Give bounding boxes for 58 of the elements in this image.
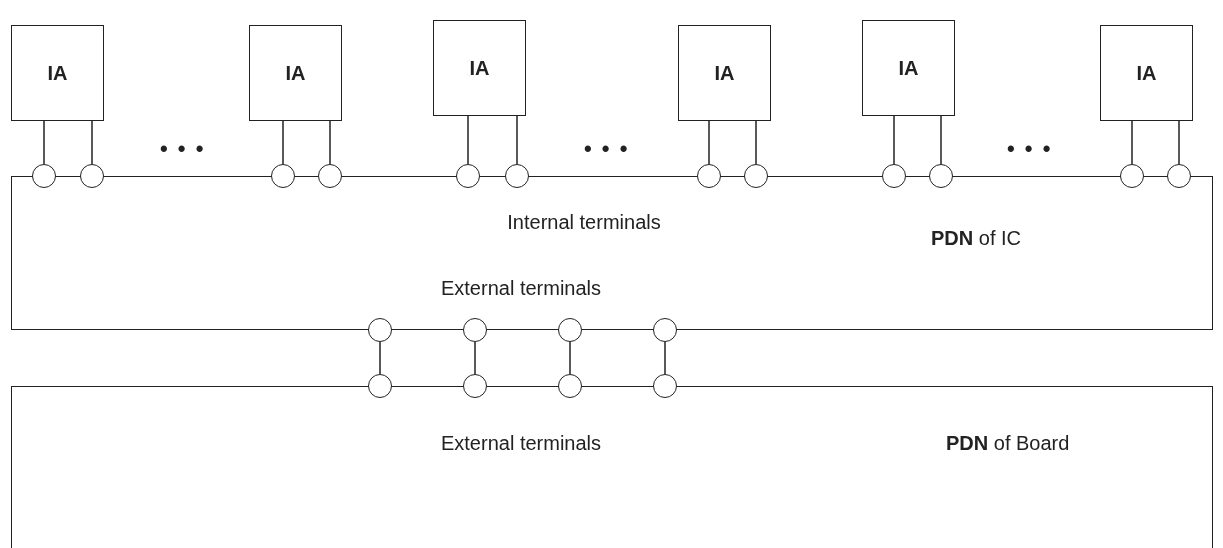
- connector-line: [282, 120, 284, 165]
- terminal-circle: [271, 164, 295, 188]
- terminal-circle: [653, 374, 677, 398]
- terminal-circle: [882, 164, 906, 188]
- network-box: [11, 386, 1213, 548]
- connector-line: [893, 115, 895, 165]
- connector-line: [940, 115, 942, 165]
- block-box: [862, 20, 955, 116]
- connector-line: [467, 115, 469, 165]
- connector-line: [569, 341, 571, 375]
- terminal-circle: [463, 318, 487, 342]
- connector-line: [664, 341, 666, 375]
- text-label: PDN of Board: [946, 432, 1070, 455]
- terminal-circle: [463, 374, 487, 398]
- block-label: IA: [285, 61, 306, 85]
- terminal-circle: [368, 318, 392, 342]
- block-box: [433, 20, 526, 116]
- terminal-circle: [929, 164, 953, 188]
- terminal-circle: [80, 164, 104, 188]
- block-box: [678, 25, 771, 121]
- connector-line: [379, 341, 381, 375]
- text-label: External terminals: [440, 277, 602, 300]
- connector-line: [474, 341, 476, 375]
- connector-line: [708, 120, 710, 165]
- connector-line: [1131, 120, 1133, 165]
- ellipsis-dots: • • •: [160, 136, 206, 162]
- block-label: IA: [714, 61, 735, 85]
- terminal-circle: [744, 164, 768, 188]
- block-label: IA: [1136, 61, 1157, 85]
- block-label: IA: [47, 61, 68, 85]
- terminal-circle: [558, 374, 582, 398]
- connector-line: [329, 120, 331, 165]
- terminal-circle: [1120, 164, 1144, 188]
- terminal-circle: [368, 374, 392, 398]
- network-box: [11, 176, 1213, 330]
- block-box: [11, 25, 104, 121]
- text-label: PDN of IC: [931, 227, 1022, 250]
- terminal-circle: [1167, 164, 1191, 188]
- connector-line: [755, 120, 757, 165]
- block-label: IA: [898, 56, 919, 80]
- terminal-circle: [456, 164, 480, 188]
- connector-line: [1178, 120, 1180, 165]
- terminal-circle: [558, 318, 582, 342]
- terminal-circle: [505, 164, 529, 188]
- connector-line: [516, 115, 518, 165]
- block-box: [249, 25, 342, 121]
- text-label: External terminals: [440, 432, 602, 455]
- connector-line: [91, 120, 93, 165]
- block-label: IA: [469, 56, 490, 80]
- text-label: Internal terminals: [507, 211, 661, 234]
- terminal-circle: [697, 164, 721, 188]
- terminal-circle: [32, 164, 56, 188]
- terminal-circle: [318, 164, 342, 188]
- ellipsis-dots: • • •: [1007, 136, 1053, 162]
- connector-line: [43, 120, 45, 165]
- terminal-circle: [653, 318, 677, 342]
- ellipsis-dots: • • •: [584, 136, 630, 162]
- block-box: [1100, 25, 1193, 121]
